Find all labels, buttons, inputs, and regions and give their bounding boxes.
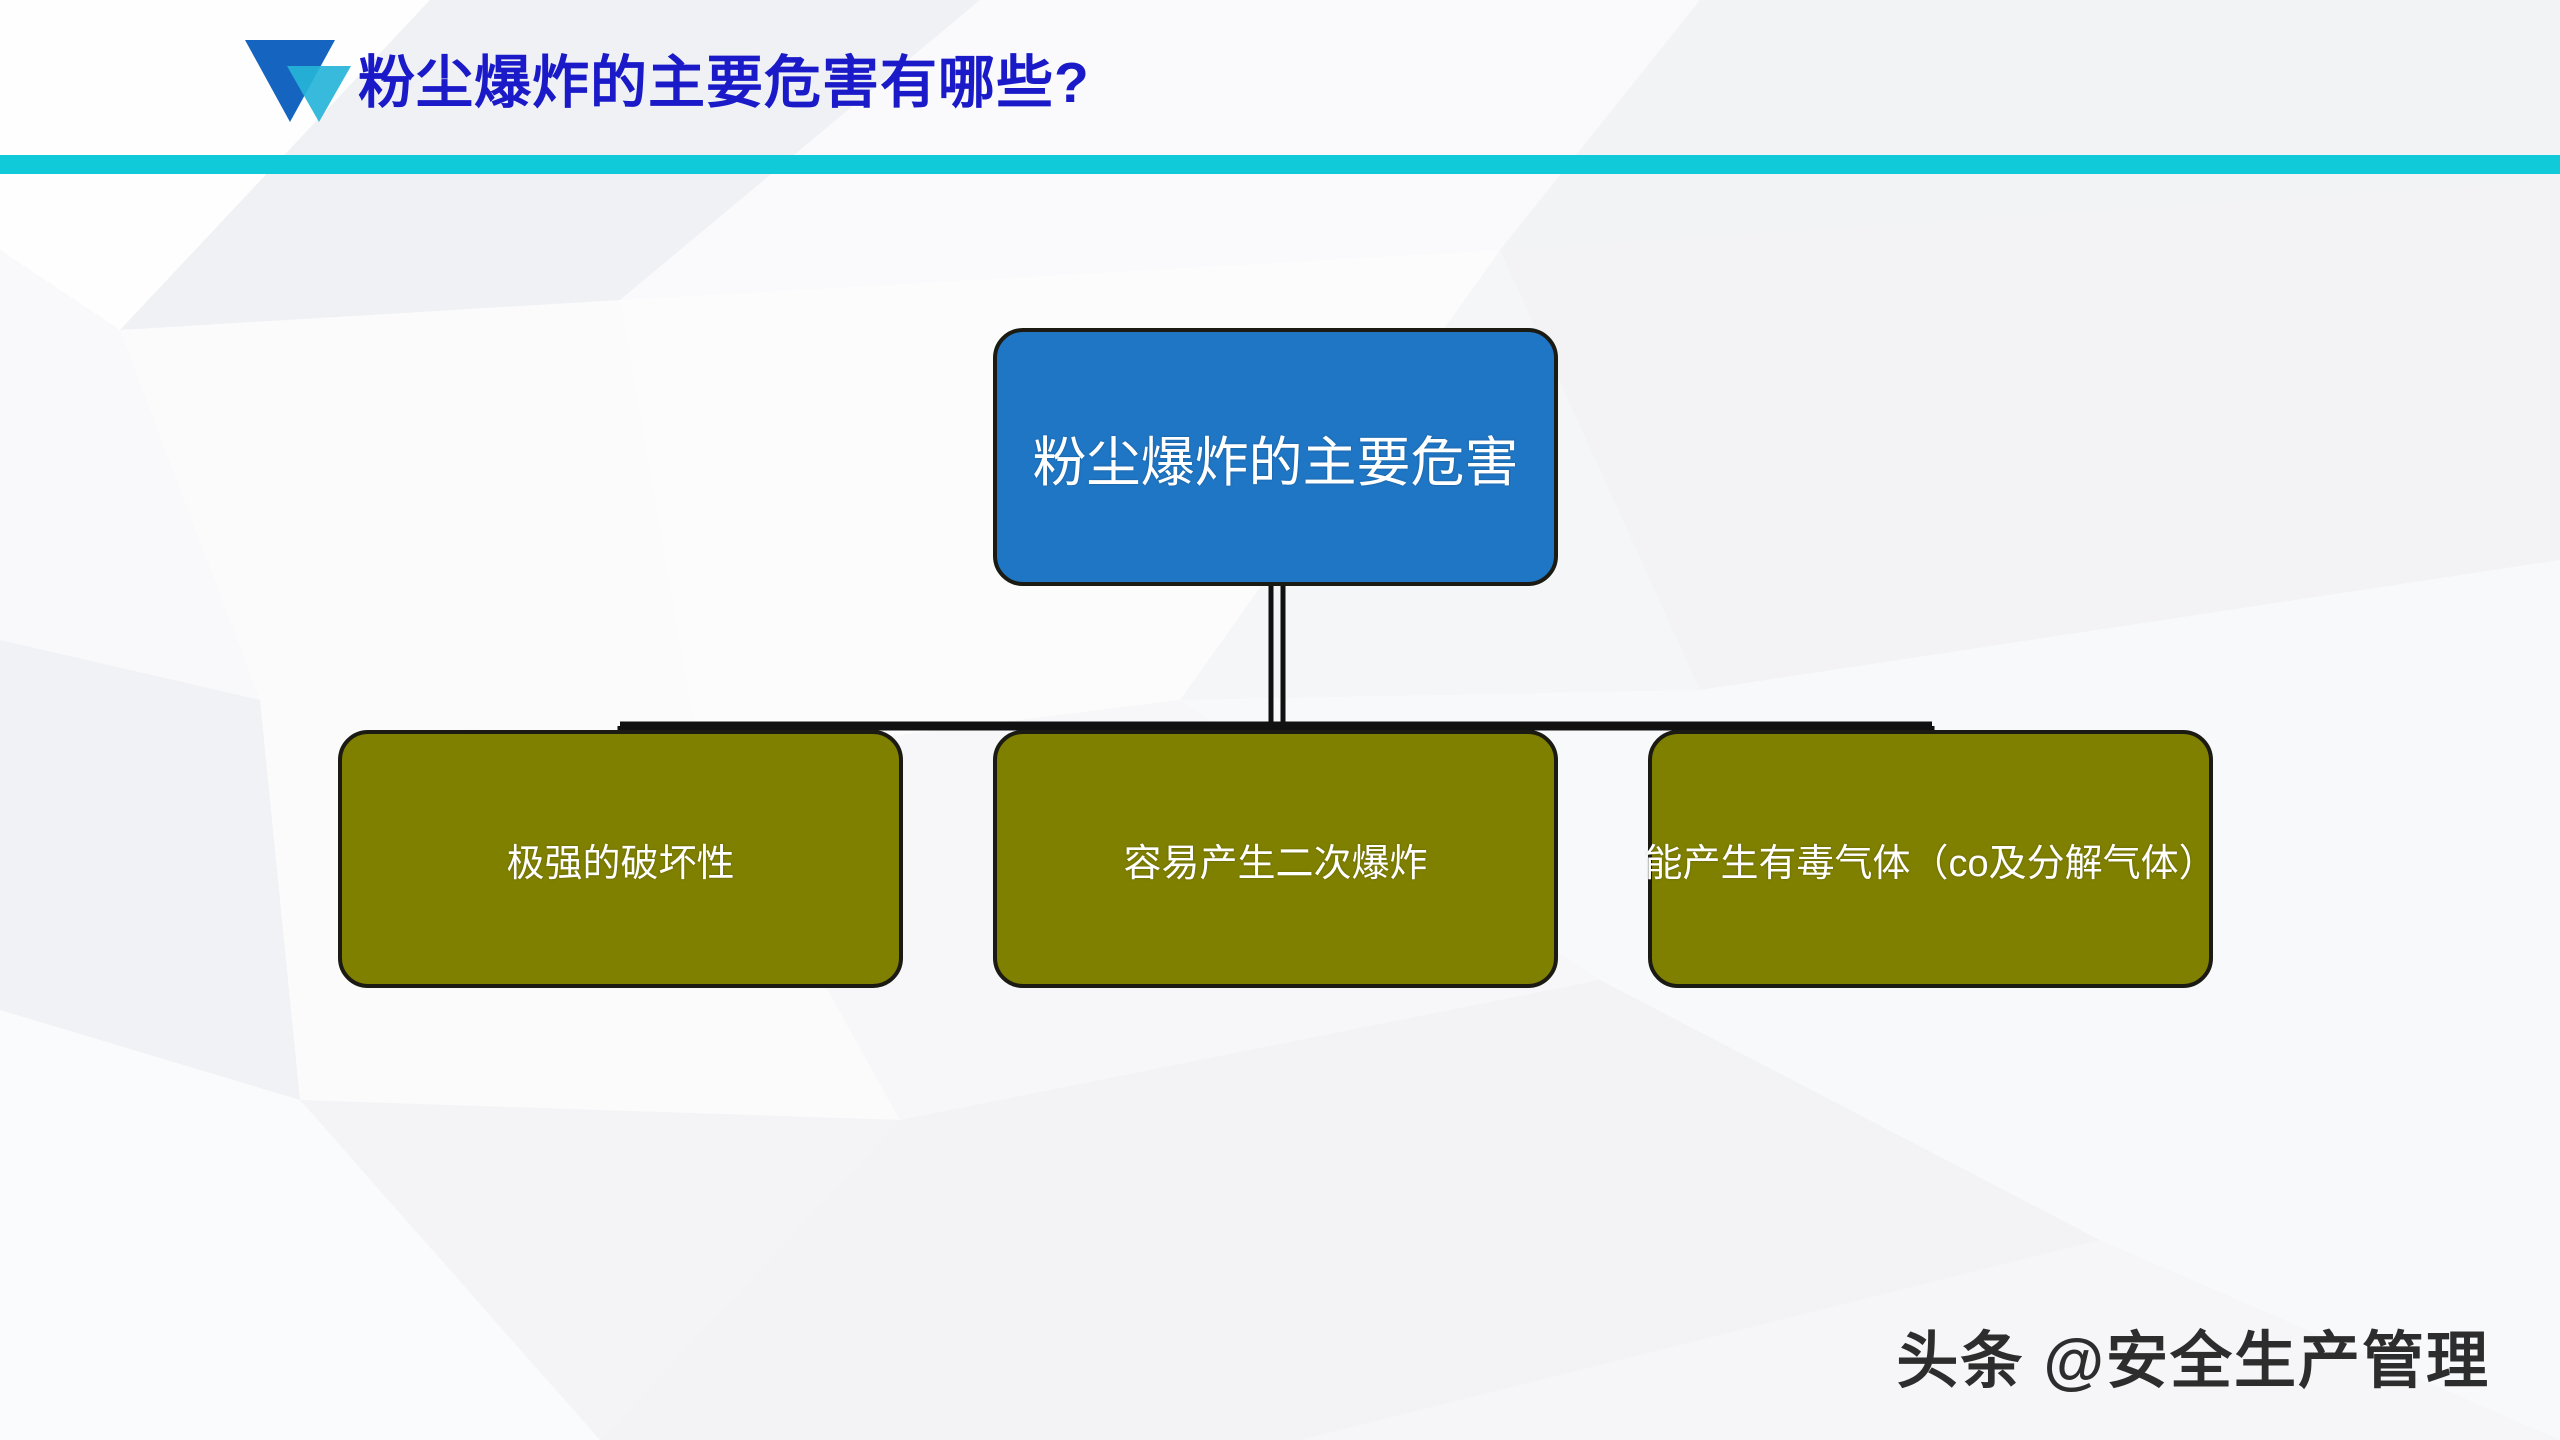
diagram-child-node-3[interactable]: 能产生有毒气体（co及分解气体） bbox=[1644, 730, 2217, 988]
diagram-root-label: 粉尘爆炸的主要危害 bbox=[1032, 432, 1519, 493]
w-logo-icon bbox=[245, 40, 351, 122]
diagram-child-label-2: 容易产生二次爆炸 bbox=[1123, 842, 1428, 885]
slide-header: 粉尘爆炸的主要危害有哪些? bbox=[0, 0, 2560, 155]
diagram-child-node-1[interactable]: 极强的破坏性 bbox=[338, 730, 903, 988]
diagram-child-node-2[interactable]: 容易产生二次爆炸 bbox=[993, 730, 1558, 988]
header-accent-bar bbox=[0, 155, 2560, 174]
watermark-text: 头条 @安全生产管理 bbox=[1896, 1327, 2490, 1396]
diagram-root-node[interactable]: 粉尘爆炸的主要危害 bbox=[993, 328, 1558, 586]
diagram-child-label-1: 极强的破坏性 bbox=[506, 842, 735, 885]
page-title: 粉尘爆炸的主要危害有哪些? bbox=[358, 51, 1090, 115]
diagram-child-label-3: 能产生有毒气体（co及分解气体） bbox=[1644, 842, 2217, 885]
